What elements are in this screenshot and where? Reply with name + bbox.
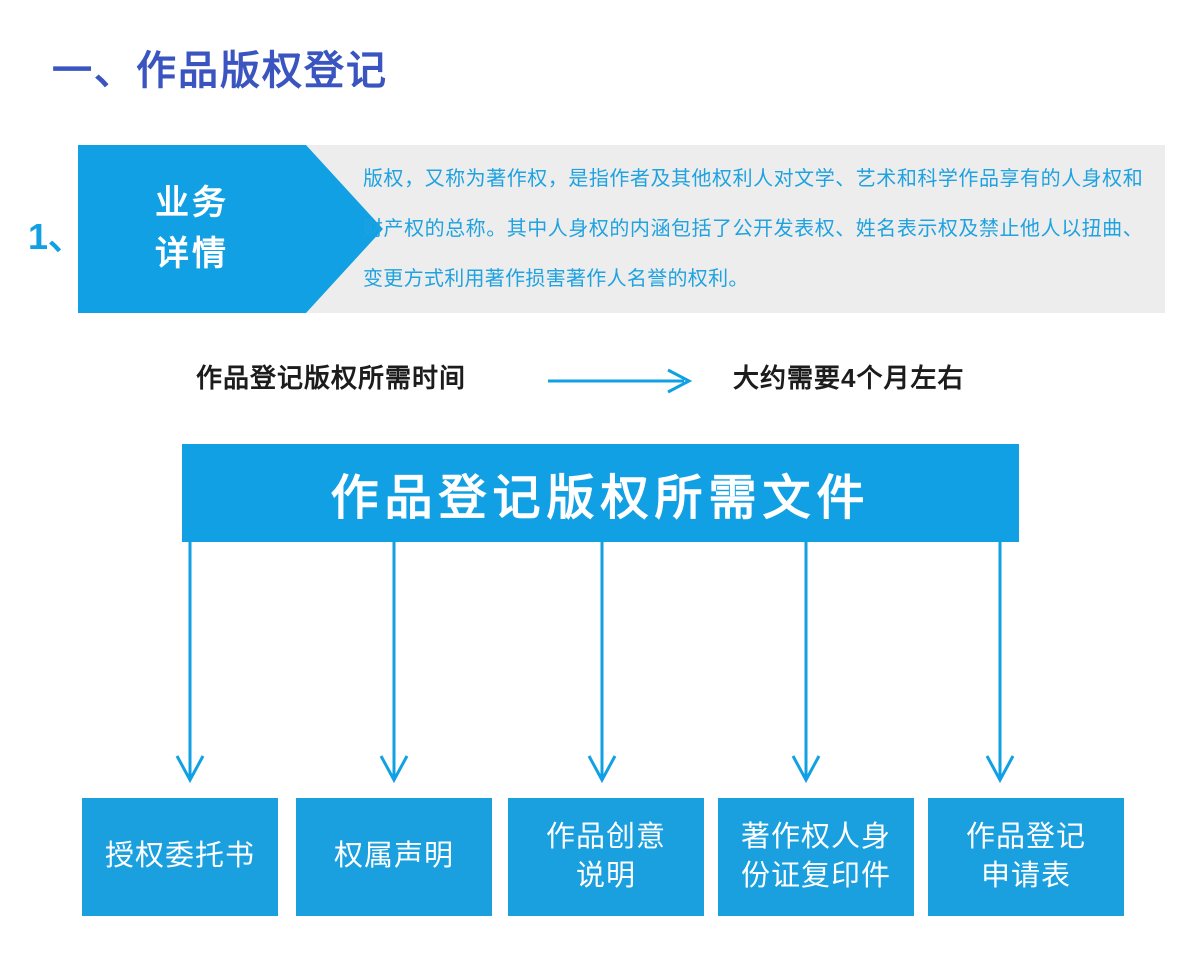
section-index-label: 1、 — [28, 216, 85, 257]
document-box[interactable]: 著作权人身份证复印件 — [718, 798, 914, 916]
connector-arrow-3 — [587, 542, 617, 784]
tab-label-line2: 详情 — [155, 235, 229, 273]
connector-arrow-2 — [379, 542, 409, 784]
document-box[interactable]: 权属声明 — [296, 798, 492, 916]
tab-arrow-point-icon — [306, 145, 383, 313]
connector-arrow-4 — [791, 542, 821, 784]
documents-header-bar: 作品登记版权所需文件 — [182, 444, 1019, 542]
connector-arrow-5 — [985, 542, 1015, 784]
connector-arrows-group — [175, 542, 1015, 784]
document-box[interactable]: 作品登记申请表 — [928, 798, 1124, 916]
connector-arrow-1 — [175, 542, 205, 784]
processing-time-label: 作品登记版权所需时间 — [196, 363, 467, 393]
business-detail-band: 业务 详情 版权，又称为著作权，是指作者及其他权利人对文学、艺术和科学作品享有的… — [78, 145, 1165, 313]
document-box[interactable]: 作品创意说明 — [508, 798, 704, 916]
business-detail-paragraph: 版权，又称为著作权，是指作者及其他权利人对文学、艺术和科学作品享有的人身权和财产… — [363, 168, 1143, 290]
processing-time-value: 大约需要4个月左右 — [733, 363, 965, 393]
processing-time-row: 作品登记版权所需时间 大约需要4个月左右 — [0, 358, 1200, 404]
page-title: 一、作品版权登记 — [52, 49, 388, 93]
document-box[interactable]: 授权委托书 — [82, 798, 278, 916]
tab-label-line1: 业务 — [155, 184, 229, 222]
right-arrow-icon — [548, 368, 693, 394]
business-detail-tab: 业务 详情 — [78, 145, 306, 313]
